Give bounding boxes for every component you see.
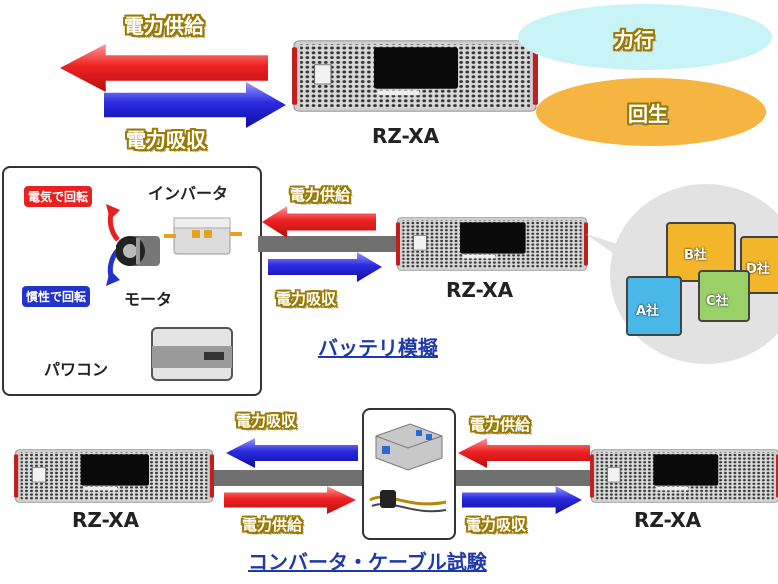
inverter-icon [164,217,242,255]
electric-rotation-tag: 電気で回転 [24,186,93,207]
bottom-left-supply-label: 電力供給 [242,516,303,534]
battery-b-label: B社 [684,248,707,263]
bottom-left-supply-arrow [224,486,356,514]
middle-supply-arrow [262,206,376,238]
battery-a-icon [626,276,682,336]
inverter-label: インバータ [148,184,229,203]
battery-d-label: D社 [746,262,770,277]
bottom-right-supply-label: 電力供給 [470,416,531,434]
bottom-right-absorb-arrow [462,486,582,514]
cable-icon [369,490,447,513]
bottom-left-absorb-arrow [226,438,358,468]
power-running-label: 力行 [614,28,654,52]
power-conditioner-label: パワコン [44,360,109,379]
middle-unit-label: RZ-XA [446,278,514,302]
middle-absorb-arrow [268,252,382,282]
bottom-cable-right [452,470,598,486]
power-running-ellipse [518,4,772,70]
top-unit-label: RZ-XA [372,124,440,148]
inertia-rotation-tag: 慣性で回転 [22,286,91,307]
absorb-arrow-right [104,82,286,128]
motor-label: モータ [124,290,173,309]
battery-c-icon [698,270,750,322]
bottom-left-rz-xa-unit [14,446,214,506]
converter-icon [375,423,443,471]
motor-icon [116,236,160,266]
bottom-left-unit-label: RZ-XA [72,508,140,532]
bottom-right-supply-arrow [458,438,590,468]
bottom-left-absorb-label: 電力吸収 [236,412,297,430]
battery-c-label: C社 [706,294,729,309]
middle-absorb-label: 電力吸収 [276,290,337,308]
power-conditioner-icon [151,327,233,381]
top-rz-xa-unit [292,36,538,116]
middle-supply-label: 電力供給 [290,186,351,204]
battery-a-label: A社 [636,304,660,319]
bottom-right-rz-xa-unit [590,446,778,506]
bottom-right-unit-label: RZ-XA [634,508,702,532]
bottom-right-absorb-label: 電力吸収 [466,516,527,534]
regen-label: 回生 [628,102,668,126]
bottom-cable-left [204,470,364,486]
converter-cable-test-link[interactable]: コンバータ・ケーブル試験 [248,550,487,574]
regen-ellipse [536,78,766,146]
middle-cable [258,236,408,252]
top-supply-label: 電力供給 [124,14,204,38]
middle-rz-xa-unit [396,214,588,274]
top-absorb-label: 電力吸収 [126,128,206,152]
battery-simulation-link[interactable]: バッテリ模擬 [318,336,438,360]
